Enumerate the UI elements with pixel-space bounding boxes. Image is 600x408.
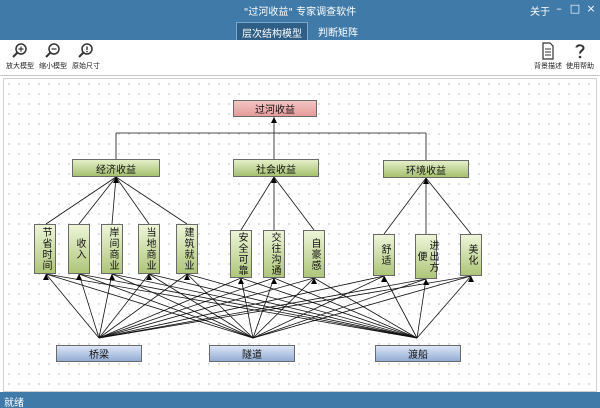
subcriterion-node[interactable]: 自豪感 <box>303 230 325 278</box>
status-bar: 就绪 <box>0 392 600 408</box>
close-icon[interactable]: × <box>586 2 596 15</box>
original-size-button[interactable]: 原始尺寸 <box>66 42 106 74</box>
alternative-node[interactable]: 渡船 <box>375 345 461 362</box>
alternative-node[interactable]: 桥梁 <box>56 345 142 362</box>
zoom-in-label: 放大模型 <box>6 62 34 70</box>
about-button[interactable]: 关于 <box>530 7 550 18</box>
subcriterion-node[interactable]: 建筑就业 <box>176 224 198 274</box>
subcriterion-node[interactable]: 安全可靠 <box>230 230 252 278</box>
criterion-environmental[interactable]: 环境收益 <box>383 160 469 178</box>
zoom-in-button[interactable]: 放大模型 <box>0 42 40 74</box>
tab-bar: 层次结构模型 判断矩阵 <box>0 20 600 40</box>
model-canvas[interactable]: 过河收益 经济收益 社会收益 环境收益 节省时间 收入 岸间商业 当地商业 建筑… <box>3 78 597 392</box>
help-label: 使用帮助 <box>566 62 594 70</box>
zoom-in-icon <box>12 43 27 58</box>
title-bar: "过河收益" 专家调查软件 关于 – □ × <box>0 0 600 20</box>
tab-hierarchy-model[interactable]: 层次结构模型 <box>236 22 308 40</box>
subcriterion-node[interactable]: 节省时间 <box>34 224 56 274</box>
criterion-social[interactable]: 社会收益 <box>233 159 319 177</box>
zoom-out-button[interactable]: 缩小模型 <box>33 42 73 74</box>
subcriterion-node[interactable]: 收入 <box>68 224 90 274</box>
tab-judgment-matrix[interactable]: 判断矩阵 <box>318 28 358 39</box>
subcriterion-node[interactable]: 舒适 <box>373 234 395 276</box>
subcriterion-node[interactable]: 当地商业 <box>138 224 160 274</box>
toolbar: 放大模型 缩小模型 原始尺寸 背景描述 使用帮助 <box>0 40 600 76</box>
help-button[interactable]: 使用帮助 <box>560 42 600 74</box>
document-icon <box>542 42 554 60</box>
original-size-label: 原始尺寸 <box>72 62 100 70</box>
help-icon <box>575 44 585 59</box>
alternative-node[interactable]: 隧道 <box>209 345 295 362</box>
zoom-out-label: 缩小模型 <box>39 62 67 70</box>
connector-lines <box>43 117 474 339</box>
background-description-button[interactable]: 背景描述 <box>528 42 568 74</box>
window-title: "过河收益" 专家调查软件 <box>243 7 357 18</box>
original-size-icon <box>78 43 93 58</box>
goal-node[interactable]: 过河收益 <box>233 100 317 117</box>
subcriterion-node[interactable]: 进出方便 <box>415 234 438 279</box>
criterion-economic[interactable]: 经济收益 <box>72 159 160 177</box>
subcriterion-node[interactable]: 美化 <box>460 234 482 276</box>
status-text: 就绪 <box>4 398 24 408</box>
minimize-icon[interactable]: – <box>556 2 562 15</box>
zoom-out-icon <box>45 43 60 58</box>
background-description-label: 背景描述 <box>534 62 562 70</box>
maximize-icon[interactable]: □ <box>569 2 581 15</box>
subcriterion-node[interactable]: 交往沟通 <box>263 230 285 278</box>
subcriterion-node[interactable]: 岸间商业 <box>101 224 123 274</box>
